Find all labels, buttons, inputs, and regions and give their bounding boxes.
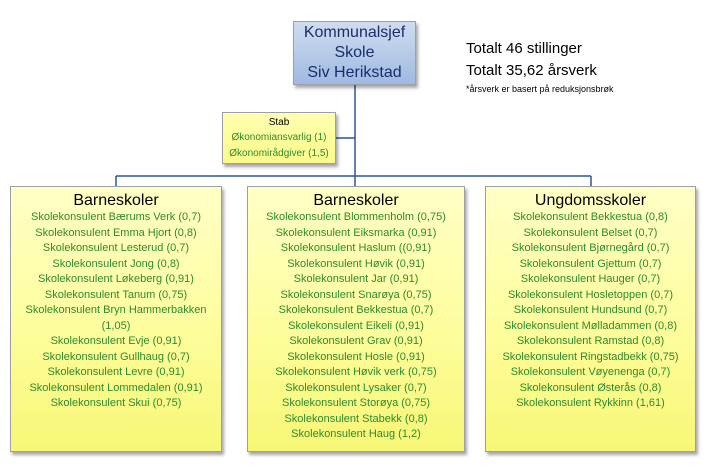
list-item: Skolekonsulent Bekkestua (0,7) <box>278 304 434 316</box>
list-item: Skolekonsulent Bekkestua (0,8) <box>513 211 668 223</box>
list-item: Skolekonsulent Haug (1,2) <box>291 428 421 440</box>
column-title: Barneskoler <box>313 192 399 209</box>
stab-item: Økonomiansvarlig (1) <box>231 132 327 143</box>
summary-text: Totalt 46 stillinger Totalt 35,62 årsver… <box>466 38 614 96</box>
stab-title: Stab <box>268 117 290 128</box>
list-item: Skolekonsulent Lommedalen (0,91) <box>29 381 203 394</box>
list-item: Skolekonsulent Hosletoppen (0,7) <box>507 288 674 301</box>
list-item: Skolekonsulent Gjettum (0,7) <box>519 257 662 270</box>
list-item: Skolekonsulent Jar (0,91) <box>293 273 419 285</box>
list-item: Skolekonsulent Mølladammen (0,8) <box>503 319 678 332</box>
top-line-unit: Skole <box>334 44 375 61</box>
column-title: Barneskoler <box>73 192 159 209</box>
list-item: Skolekonsulent Grav (0,91) <box>289 335 423 347</box>
list-item: Skolekonsulent Rykkinn (1,61) <box>516 397 665 409</box>
list-item: Skolekonsulent Bærums Verk (0,7) <box>31 211 201 223</box>
top-line-name: Siv Herikstad <box>307 64 402 81</box>
list-item: Skolekonsulent Stabekk (0,8) <box>284 412 428 425</box>
list-item: Skolekonsulent Haslum ((0,91) <box>280 242 432 254</box>
list-item: Skolekonsulent Blommenholm (0,75) <box>266 211 446 223</box>
list-item: Skolekonsulent Ringstadbekk (0,75) <box>502 350 679 363</box>
column-title: Ungdomsskoler <box>534 192 647 209</box>
list-item: (1,05) <box>101 319 131 332</box>
list-item: Skolekonsulent Levre (0,91) <box>47 366 185 378</box>
summary-note: *årsverk er basert på reduksjonsbrøk <box>466 84 614 94</box>
list-item: Skolekonsulent Snarøya (0,75) <box>280 288 432 301</box>
list-item: Skolekonsulent Østerås (0,8) <box>519 381 662 394</box>
list-item: Skolekonsulent Bryn Hammerbakken <box>25 304 207 316</box>
list-item: Skolekonsulent Jong (0,8) <box>52 257 180 270</box>
list-item: Skolekonsulent Hundsund (0,7) <box>513 304 668 316</box>
list-item: Skolekonsulent Belset (0,7) <box>523 226 658 239</box>
list-item: Skolekonsulent Evje (0,91) <box>50 335 182 347</box>
list-item: Skolekonsulent Lesterud (0,7) <box>42 242 190 254</box>
list-item: Skolekonsulent Emma Hjort (0,8) <box>35 226 197 239</box>
list-item: Skolekonsulent Eiksmarka (0,91) <box>275 226 437 239</box>
list-item: Skolekonsulent Høvik verk (0,75) <box>275 366 437 378</box>
list-item: Skolekonsulent Ramstad (0,8) <box>516 335 665 347</box>
list-item: Skolekonsulent Gullhaug (0,7) <box>42 350 190 363</box>
list-item: Skolekonsulent Tanum (0,75) <box>44 288 188 301</box>
list-item: Skolekonsulent Løkeberg (0,91) <box>38 273 194 285</box>
list-item: Skolekonsulent Høvik (0,91) <box>287 257 425 270</box>
summary-fte: Totalt 35,62 årsverk <box>466 62 597 79</box>
list-item: Skolekonsulent Lysaker (0,7) <box>285 381 427 394</box>
summary-positions: Totalt 46 stillinger <box>466 40 582 57</box>
list-item: Skolekonsulent Storøya (0,75) <box>282 397 430 409</box>
list-item: Skolekonsulent Hosle (0,91) <box>287 350 425 363</box>
top-line-title: Kommunalsjef <box>303 24 406 41</box>
list-item: Skolekonsulent Hauger (0,7) <box>520 273 661 285</box>
kommunalsjef-box: Kommunalsjef Skole Siv Herikstad <box>293 21 416 85</box>
list-item: Skolekonsulent Eikeli (0,91) <box>288 319 424 332</box>
list-item: Skolekonsulent Bjørnegård (0,7) <box>511 242 670 254</box>
stab-item: Økonomirådgiver (1,5) <box>229 148 329 159</box>
stab-box: Stab Økonomiansvarlig (1) Økonomirådgive… <box>222 112 336 164</box>
list-item: Skolekonsulent Vøyenenga (0,7) <box>510 366 671 378</box>
list-item: Skolekonsulent Skui (0,75) <box>50 397 182 409</box>
